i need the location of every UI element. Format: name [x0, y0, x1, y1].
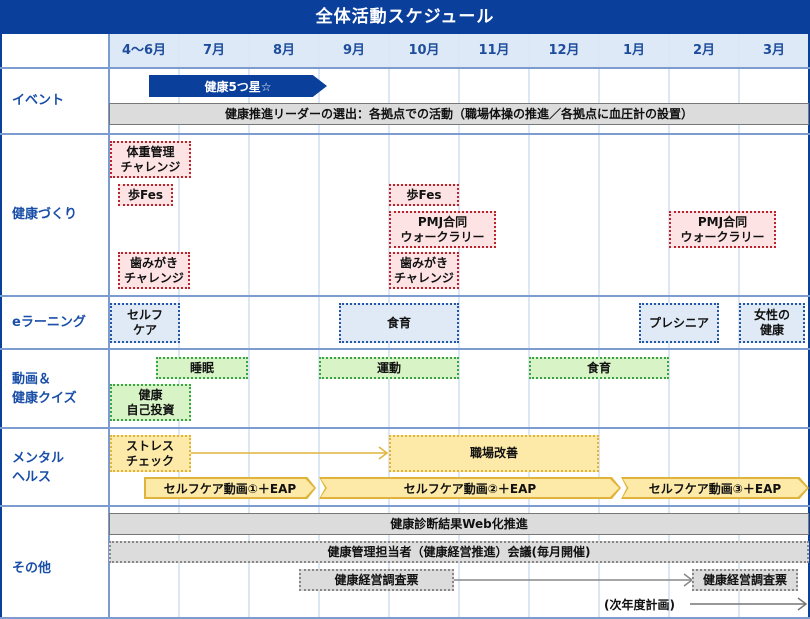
box-text: セルフケア動画③＋EAP: [648, 481, 782, 496]
kenko-fes1-box: 歩Fes: [118, 184, 173, 206]
kenko-pmj1-box: PMJ合同 ウォークラリー: [389, 211, 496, 248]
box-text: 歩Fes: [128, 187, 163, 202]
mental-video3-arrow: セルフケア動画③＋EAP: [621, 477, 809, 499]
box-text: プレシニア: [648, 315, 709, 330]
box-text: 健康経営調査票: [702, 572, 787, 587]
box-text: PMJ合同: [417, 214, 468, 229]
row-label-mental-1: メンタル: [12, 451, 65, 466]
month-4-6: 4〜6月: [121, 43, 167, 58]
box-text: 健康: [138, 387, 163, 402]
event-leader-label: 健康推進リーダーの選出：各拠点での活動（職場体操の推進／各拠点に血圧計の設置）: [224, 106, 693, 121]
row-divider: [0, 133, 810, 135]
event-kenko5-arrow: 健康5つ星☆: [149, 75, 327, 97]
box-text: チャレンジ: [124, 270, 184, 285]
mental-video2-arrow: セルフケア動画②＋EAP: [319, 477, 621, 499]
other-web-bar: 健康診断結果Web化推進: [109, 513, 809, 535]
grid-line: [598, 34, 600, 619]
grid-line: [458, 34, 460, 619]
box-text: (次年度計画): [604, 597, 675, 612]
month-10: 10月: [408, 43, 440, 58]
other-survey1-box: 健康経営調査票: [299, 569, 454, 591]
row-divider: [0, 505, 810, 507]
row-label-video-1: 動画＆: [12, 372, 52, 387]
box-text: 自己投資: [126, 402, 175, 417]
box-text: PMJ合同: [697, 214, 748, 229]
kenko-hamigaki1-box: 歯みがき チャレンジ: [118, 252, 190, 289]
event-kenko5-label: 健康5つ星☆: [204, 79, 272, 94]
box-text: 健康: [759, 323, 784, 337]
row-label-other: その他: [12, 561, 52, 576]
box-text: セルフケア動画①＋EAP: [163, 481, 297, 496]
box-text: 食育: [586, 360, 611, 375]
video-undo-box: 運動: [319, 357, 459, 379]
grid-line: [528, 34, 530, 619]
box-text: 食育: [386, 315, 411, 330]
row-label-kenkozukuri: 健康づくり: [12, 207, 78, 222]
month-3: 3月: [762, 43, 786, 58]
mental-shokuba-box: 職場改善: [389, 435, 599, 472]
month-7: 7月: [202, 43, 226, 58]
box-text: 歩Fes: [406, 187, 442, 202]
box-text: チャレンジ: [120, 159, 181, 174]
row-divider: [0, 67, 810, 69]
month-2: 2月: [692, 43, 716, 58]
row-label-event: イベント: [12, 93, 65, 108]
other-nextyear-label: (次年度計画): [604, 595, 692, 615]
row-divider: [0, 295, 810, 297]
box-text: 職場改善: [469, 446, 518, 460]
elearn-josei-box: 女性の 健康: [739, 303, 805, 343]
box-text: セルフケア動画②＋EAP: [403, 481, 537, 496]
month-9: 9月: [342, 43, 366, 58]
kenko-pmj2-box: PMJ合同 ウォークラリー: [669, 211, 776, 248]
box-text: セルフ: [126, 308, 163, 322]
kenko-taiju-box: 体重管理 チャレンジ: [110, 141, 191, 178]
box-text: 健康経営調査票: [334, 572, 419, 587]
month-1: 1月: [622, 43, 646, 58]
video-jiko-box: 健康 自己投資: [110, 384, 191, 421]
row-label-mental-2: ヘルス: [12, 470, 52, 485]
row-divider: [0, 617, 810, 619]
box-text: 体重管理: [126, 144, 175, 159]
box-text: 睡眠: [189, 360, 214, 375]
grid-line: [108, 34, 110, 619]
box-text: 運動: [376, 360, 401, 375]
row-divider: [0, 348, 810, 350]
box-text: 健康管理担当者（健康経営推進）会議(毎月開催): [327, 544, 591, 559]
row-divider: [0, 427, 810, 429]
grid-line: [248, 34, 250, 619]
box-text: 女性の: [753, 308, 790, 322]
other-meeting-bar: 健康管理担当者（健康経営推進）会議(毎月開催): [109, 541, 809, 563]
kenko-fes2-box: 歩Fes: [389, 184, 459, 206]
kenko-hamigaki2-box: 歯みがき チャレンジ: [389, 252, 459, 289]
other-survey2-box: 健康経営調査票: [692, 569, 798, 591]
box-text: 健康診断結果Web化推進: [390, 516, 528, 531]
elearn-shokuiku-box: 食育: [339, 303, 459, 343]
box-text: 歯みがき: [399, 255, 448, 270]
grid-line: [318, 34, 320, 619]
box-text: チェック: [126, 453, 175, 468]
stress-to-shokuba-arrow-icon: [191, 446, 389, 460]
mental-stress-box: ストレス チェック: [110, 435, 191, 472]
month-11: 11月: [478, 43, 510, 58]
row-label-video-2: 健康クイズ: [12, 391, 77, 406]
box-text: ケア: [132, 323, 157, 337]
box-text: チャレンジ: [394, 270, 454, 285]
month-12: 12月: [548, 43, 580, 58]
elearn-presenior-box: プレシニア: [639, 303, 719, 343]
mental-video1-arrow: セルフケア動画①＋EAP: [144, 477, 316, 499]
elearn-selfcare-box: セルフ ケア: [110, 303, 180, 343]
month-8: 8月: [272, 43, 296, 58]
video-suimin-box: 睡眠: [156, 357, 248, 379]
video-shokuiku-box: 食育: [529, 357, 669, 379]
box-text: ストレス: [126, 438, 175, 453]
nextyear-arrow-icon: [690, 597, 808, 611]
box-text: ウォークラリー: [400, 229, 485, 244]
row-label-elearning: eラーニング: [12, 315, 86, 330]
schedule-frame: [0, 34, 810, 619]
survey-arrow-icon: [454, 573, 694, 587]
page-title: 全体活動スケジュール: [0, 0, 810, 34]
box-text: 歯みがき: [129, 255, 178, 270]
event-leader-bar: 健康推進リーダーの選出：各拠点での活動（職場体操の推進／各拠点に血圧計の設置）: [109, 103, 809, 125]
box-text: ウォークラリー: [680, 229, 765, 244]
